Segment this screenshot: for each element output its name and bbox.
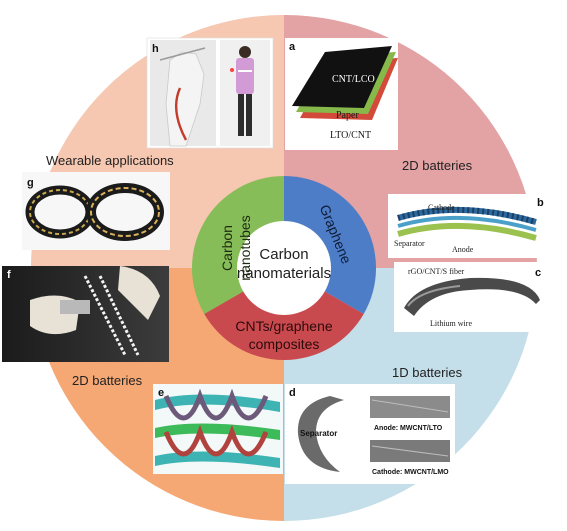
panel-a: CNT/LCO Paper LTO/CNT a	[285, 38, 398, 150]
panel-d-anode: Anode: MWCNT/LTO	[374, 425, 443, 432]
panel-b-separator: Separator	[394, 239, 425, 248]
label-2d-batteries-bottom: 2D batteries	[72, 373, 143, 388]
label-carbon-line1: Carbon	[219, 225, 235, 271]
center-title-line2: nanomaterials	[237, 265, 331, 282]
label-composites-line2: composites	[249, 336, 320, 352]
panel-c-wire: Lithium wire	[430, 319, 472, 328]
panel-d: Separator Anode: MWCNT/LTO Cathode: MWCN…	[285, 384, 455, 484]
panel-b-anode: Anode	[452, 245, 474, 254]
panel-f: f	[2, 266, 169, 362]
label-1d-batteries: 1D batteries	[392, 365, 463, 380]
panel-g-letter: g	[27, 177, 34, 189]
panel-a-label-top: CNT/LCO	[332, 74, 375, 85]
panel-h-letter: h	[152, 43, 159, 55]
panel-b-cathode: Cathode	[428, 203, 455, 212]
panel-a-label-mid: Paper	[336, 110, 359, 121]
panel-g: g	[22, 172, 170, 250]
panel-e-letter: e	[158, 387, 164, 399]
center-title-line1: Carbon	[259, 246, 308, 263]
label-wearable: Wearable applications	[46, 153, 174, 168]
panel-d-letter: d	[289, 387, 296, 399]
panel-b-letter: b	[537, 197, 544, 209]
label-carbon-line2: nanotubes	[237, 215, 253, 280]
center-circle	[237, 221, 331, 315]
panel-a-letter: a	[289, 41, 296, 53]
label-2d-batteries-top: 2D batteries	[402, 158, 473, 173]
panel-h: h	[146, 37, 274, 149]
panel-c-fiber: rGO/CNT/S fiber	[408, 267, 465, 276]
inner-ring	[191, 176, 377, 361]
panel-f-letter: f	[7, 269, 11, 281]
label-composites-line1: CNTs/graphene	[235, 318, 332, 334]
panel-c: rGO/CNT/S fiber Lithium wire c	[394, 262, 546, 332]
panel-a-label-bottom: LTO/CNT	[330, 130, 371, 141]
panel-d-cathode: Cathode: MWCNT/LMO	[372, 469, 449, 476]
panel-e: e	[153, 384, 283, 474]
panel-c-letter: c	[535, 267, 541, 279]
panel-d-separator: Separator	[300, 429, 337, 438]
panel-b: Cathode Separator Anode b	[388, 194, 548, 258]
